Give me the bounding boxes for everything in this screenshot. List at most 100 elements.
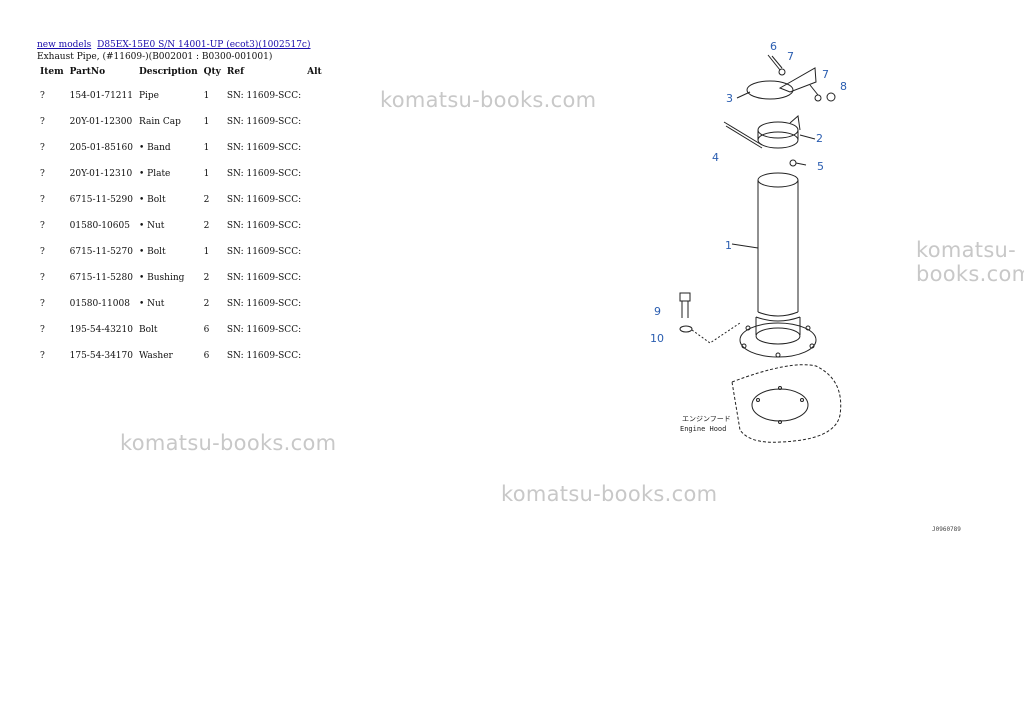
rain-cap-flap [778, 67, 817, 93]
cell-description: • Bolt [138, 195, 166, 205]
col-description: Description [138, 67, 198, 77]
cell-item: ? [40, 247, 45, 257]
cell-qty: 1 [203, 143, 210, 153]
engine-hood-label-jp: エンジンフード [682, 415, 731, 423]
cell-ref: SN: 11609-SCC: [226, 247, 302, 257]
cell-item: ? [40, 143, 45, 153]
cell-ref: SN: 11609-SCC: [226, 91, 302, 101]
cell-alt [304, 343, 325, 369]
breadcrumb-link-model[interactable]: D85EX-15E0 S/N 14001-UP (ecot3)(1002517c… [97, 40, 311, 50]
cell-partno: 6715-11-5290 [69, 195, 133, 205]
cell-qty: 2 [203, 273, 210, 283]
cell-alt [304, 187, 325, 213]
cell-partno: 6715-11-5270 [69, 247, 133, 257]
cell-description: • Plate [138, 169, 171, 179]
nut [826, 92, 836, 102]
cell-qty: 2 [203, 195, 210, 205]
callout-3: 3 [726, 92, 733, 105]
col-ref: Ref [226, 67, 244, 77]
cell-ref: SN: 11609-SCC: [226, 325, 302, 335]
watermark: komatsu-books.com [501, 482, 718, 506]
cell-qty: 1 [203, 169, 210, 179]
cell-alt [304, 239, 325, 265]
callout-6: 6 [770, 40, 777, 53]
callout-2: 2 [816, 132, 823, 145]
cell-ref: SN: 11609-SCC: [226, 351, 302, 361]
cell-partno: 175-54-34170 [69, 351, 133, 361]
cell-description: • Nut [138, 299, 165, 309]
engine-hood-label-en: Engine Hood [680, 425, 726, 433]
table-row: ? 175-54-34170 Washer 6 SN: 11609-SCC: [37, 343, 325, 369]
watermark: komatsu-books.com [380, 88, 597, 112]
cell-item: ? [40, 195, 45, 205]
cell-ref: SN: 11609-SCC: [226, 169, 302, 179]
cell-description: Rain Cap [138, 117, 181, 127]
pipe-top [757, 172, 799, 188]
table-row: ? 6715-11-5280 • Bushing 2 SN: 11609-SCC: [37, 265, 325, 291]
col-item: Item [40, 67, 64, 77]
cell-qty: 6 [203, 351, 210, 361]
callout-9: 9 [654, 305, 661, 318]
cell-qty: 1 [203, 91, 210, 101]
cell-item: ? [40, 221, 45, 231]
cell-description: Washer [138, 351, 173, 361]
cell-item: ? [40, 273, 45, 283]
cell-item: ? [40, 325, 45, 335]
rain-cap-plate [746, 80, 794, 100]
cell-alt [304, 291, 325, 317]
cell-qty: 1 [203, 117, 210, 127]
cell-partno: 154-01-71211 [69, 91, 133, 101]
cell-partno: 6715-11-5280 [69, 273, 133, 283]
cell-description: Pipe [138, 91, 159, 101]
cell-ref: SN: 11609-SCC: [226, 143, 302, 153]
cell-item: ? [40, 351, 45, 361]
figure-code: J0960789 [932, 526, 961, 533]
cell-item: ? [40, 91, 45, 101]
callout-1: 1 [725, 239, 732, 252]
col-partno: PartNo [69, 67, 106, 77]
page-subtitle: Exhaust Pipe, (#11609-)(B002001 : B0300-… [37, 52, 273, 62]
table-row: ? 154-01-71211 Pipe 1 SN: 11609-SCC: [37, 83, 325, 109]
cell-partno: 01580-10605 [69, 221, 130, 231]
cell-alt [304, 83, 325, 109]
engine-hood-outline [731, 364, 842, 443]
cell-description: • Bushing [138, 273, 185, 283]
watermark: komatsu-books.com [120, 431, 337, 455]
cell-item: ? [40, 117, 45, 127]
band-bolt [723, 121, 763, 146]
cell-partno: 20Y-01-12310 [69, 169, 133, 179]
cell-qty: 6 [203, 325, 210, 335]
exhaust-pipe-diagram: 6 7 3 7 8 2 4 5 1 9 10 エンジンフード Engine Ho… [650, 40, 847, 443]
band-nut [789, 159, 797, 167]
engine-hood-opening [751, 388, 809, 422]
cell-qty: 2 [203, 221, 210, 231]
col-alt: Alt [307, 67, 322, 77]
callout-7: 7 [787, 50, 794, 63]
breadcrumb: new models D85EX-15E0 S/N 14001-UP (ecot… [37, 40, 314, 50]
cell-description: • Nut [138, 221, 165, 231]
parts-table: Item PartNo Description Qty Ref Alt ? 154… [37, 65, 325, 369]
breadcrumb-link-new-models[interactable]: new models [37, 40, 92, 50]
callout-10: 10 [650, 332, 664, 345]
cell-description: • Band [138, 143, 171, 153]
cell-partno: 20Y-01-12300 [69, 117, 133, 127]
callout-4: 4 [712, 151, 719, 164]
cell-ref: SN: 11609-SCC: [226, 299, 302, 309]
callout-8: 8 [840, 80, 847, 93]
callout-7b: 7 [822, 68, 829, 81]
bushing [778, 68, 786, 76]
cell-qty: 1 [203, 247, 210, 257]
band [757, 131, 799, 149]
cell-ref: SN: 11609-SCC: [226, 273, 302, 283]
callout-5: 5 [817, 160, 824, 173]
col-qty: Qty [203, 67, 221, 77]
cell-partno: 195-54-43210 [69, 325, 133, 335]
cell-alt [304, 317, 325, 343]
watermark: komatsu-books.com [916, 238, 1024, 286]
